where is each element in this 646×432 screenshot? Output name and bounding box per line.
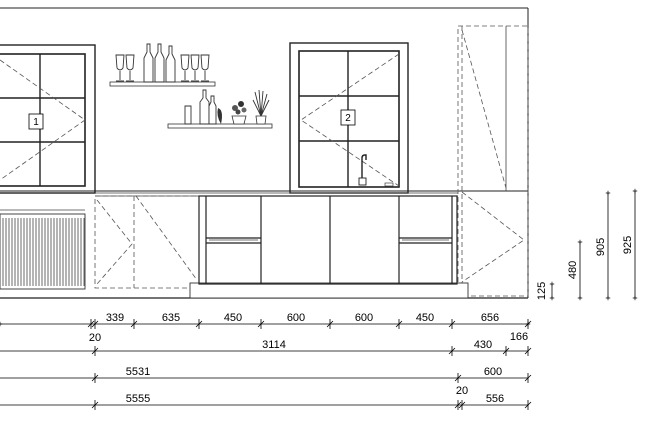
cabinet-tag-1: 1 bbox=[33, 117, 39, 128]
base-cabinet-dashed-left bbox=[94, 195, 200, 289]
base-cabinets bbox=[189, 195, 469, 299]
wall-cabinet-1: 1 bbox=[0, 44, 96, 194]
upper-shelf bbox=[109, 43, 216, 87]
dim-20-top: 20 bbox=[89, 332, 101, 344]
dim-5531: 5531 bbox=[126, 366, 150, 378]
dim-450: 450 bbox=[224, 312, 242, 324]
dim-600a: 600 bbox=[287, 312, 305, 324]
vertical-dimensions bbox=[549, 188, 638, 301]
radiator bbox=[0, 209, 86, 290]
dim-635: 635 bbox=[162, 312, 180, 324]
cabinet-tag-2: 2 bbox=[345, 113, 351, 124]
dim-339: 339 bbox=[106, 312, 124, 324]
dim-125: 125 bbox=[536, 282, 548, 300]
dim-450b: 450 bbox=[416, 312, 434, 324]
dim-656: 656 bbox=[481, 312, 499, 324]
faucet-icon bbox=[358, 154, 394, 187]
dim-5555: 5555 bbox=[126, 393, 150, 405]
tall-cabinet bbox=[457, 25, 529, 297]
lower-shelf bbox=[167, 89, 273, 129]
plant-icon bbox=[231, 89, 270, 125]
dim-556: 556 bbox=[486, 393, 504, 405]
dim-905: 905 bbox=[595, 238, 607, 256]
dim-3114: 3114 bbox=[262, 339, 286, 351]
bottle-icon bbox=[184, 89, 217, 125]
dim-480: 480 bbox=[567, 261, 579, 279]
dim-20-bottom: 20 bbox=[456, 385, 468, 397]
bottle-icon bbox=[143, 43, 176, 83]
pepper-icon bbox=[217, 108, 222, 124]
dimension-chains bbox=[0, 319, 532, 410]
dim-430: 430 bbox=[474, 339, 492, 351]
dim-600b: 600 bbox=[355, 312, 373, 324]
wine-glass-icon bbox=[115, 54, 210, 82]
dim-600c: 600 bbox=[484, 366, 502, 378]
dim-166: 166 bbox=[510, 331, 528, 343]
wall-cabinet-2: 2 bbox=[289, 42, 409, 194]
dim-925: 925 bbox=[622, 236, 634, 254]
